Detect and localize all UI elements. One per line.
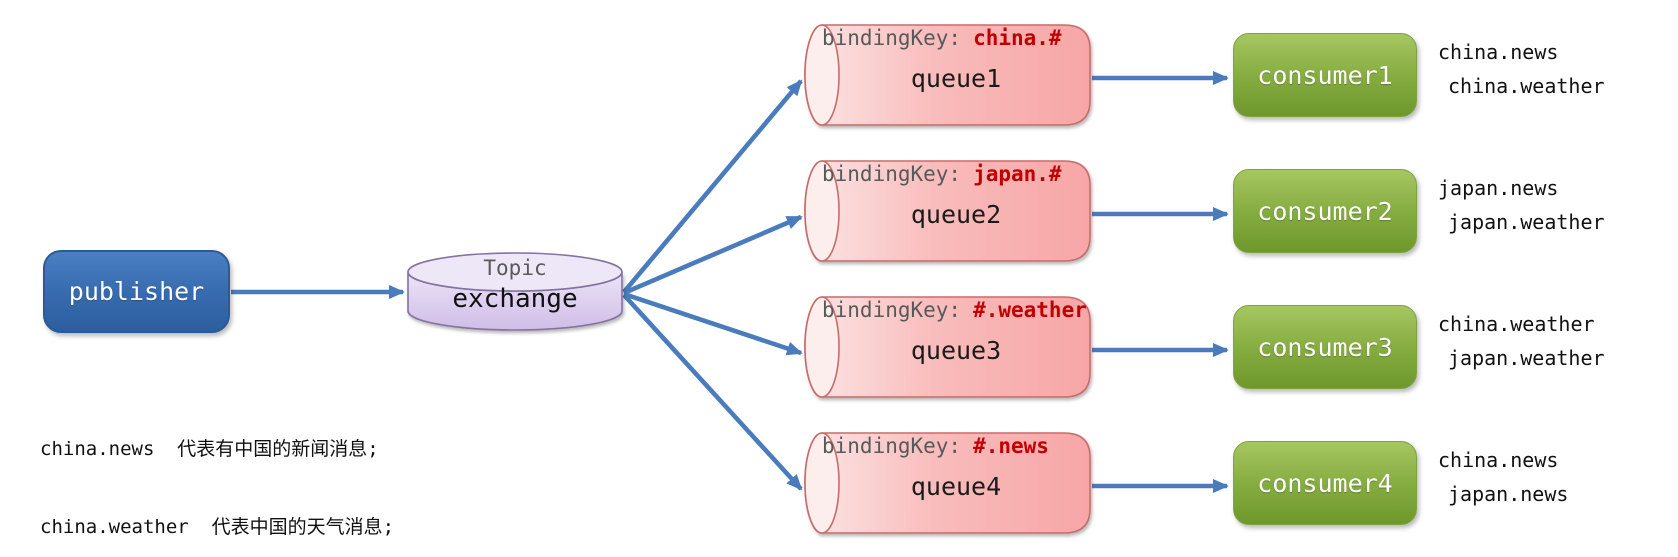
exchange-to-queue4-arrow	[622, 293, 803, 491]
binding-key-prefix: bindingKey:	[822, 434, 962, 458]
queue3-cylinder-cap	[804, 296, 840, 398]
routed-key: japan.news	[1438, 176, 1559, 200]
routed-key: japan.weather	[1448, 210, 1605, 234]
queue2-name: queue2	[910, 200, 1002, 229]
note-line: china.weather 代表中国的天气消息;	[40, 516, 395, 538]
queue2-cylinder-cap	[804, 160, 840, 262]
queue1-cylinder-cap	[804, 24, 840, 126]
queue1-binding-key-line: bindingKey: china.#	[822, 26, 1088, 50]
routing-key-notes: china.news 代表有中国的新闻消息; china.weather 代表中…	[40, 384, 394, 557]
exchange-cylinder-top	[407, 252, 623, 292]
routed-key: china.weather	[1448, 74, 1605, 98]
consumer2-box: consumer2	[1233, 169, 1417, 253]
publisher-box: publisher	[43, 250, 230, 333]
consumer3-label: consumer3	[1257, 332, 1393, 362]
publisher-label: publisher	[68, 277, 205, 306]
routed-key: japan.news	[1448, 482, 1569, 506]
routed-key: china.weather	[1438, 312, 1595, 336]
routed-key: japan.weather	[1448, 346, 1605, 370]
binding-key-value: china.#	[973, 26, 1062, 50]
exchange-to-queue2-arrow	[623, 214, 803, 296]
consumer4-routed-keys: china.news japan.news	[1438, 443, 1678, 511]
exchange-label: exchange	[452, 284, 578, 314]
note-line: china.news 代表有中国的新闻消息;	[40, 438, 379, 460]
consumer4-box: consumer4	[1233, 441, 1417, 525]
consumer4-label: consumer4	[1257, 468, 1393, 498]
consumer1-routed-keys: china.news china.weather	[1438, 35, 1678, 103]
queue3-name: queue3	[910, 336, 1002, 365]
binding-key-prefix: bindingKey:	[822, 298, 962, 322]
queue4-binding-key-line: bindingKey: #.news	[822, 434, 1088, 458]
binding-key-value: japan.#	[973, 162, 1062, 186]
consumer2-routed-keys: japan.news japan.weather	[1438, 171, 1678, 239]
routed-key: china.news	[1438, 40, 1559, 64]
queue2-binding-key-line: bindingKey: japan.#	[822, 162, 1088, 186]
routed-key: china.news	[1438, 448, 1559, 472]
exchange-to-queue3-arrow	[623, 291, 803, 356]
consumer2-label: consumer2	[1257, 196, 1393, 226]
binding-key-prefix: bindingKey:	[822, 26, 962, 50]
queue4-name: queue4	[910, 472, 1002, 501]
queue3-binding-key-line: bindingKey: #.weather	[822, 298, 1088, 322]
consumer3-routed-keys: china.weather japan.weather	[1438, 307, 1678, 375]
consumer1-label: consumer1	[1257, 60, 1393, 90]
consumer1-box: consumer1	[1233, 33, 1417, 117]
queue1-name: queue1	[910, 64, 1002, 93]
binding-key-value: #.news	[973, 434, 1049, 458]
exchange-type-label: Topic	[483, 256, 547, 280]
queue4-cylinder-cap	[804, 432, 840, 534]
binding-key-value: #.weather	[973, 298, 1087, 322]
binding-key-prefix: bindingKey:	[822, 162, 962, 186]
consumer3-box: consumer3	[1233, 305, 1417, 389]
exchange-to-queue1-arrow	[622, 79, 803, 294]
